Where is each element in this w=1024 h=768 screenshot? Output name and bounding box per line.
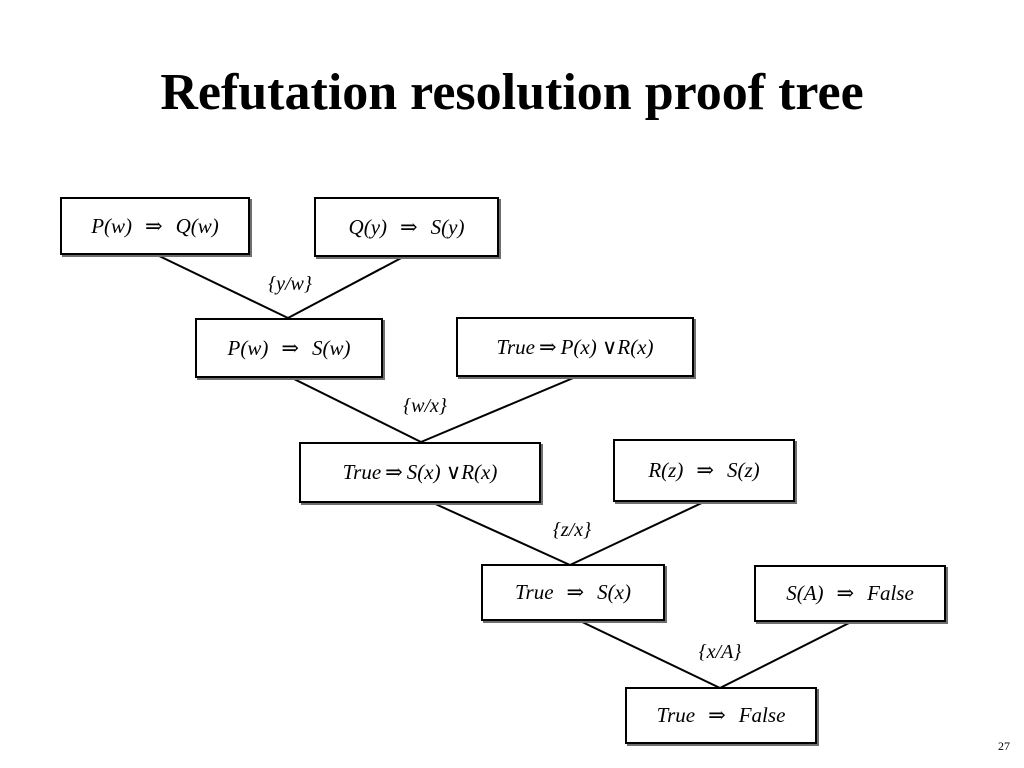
clause-node-s-implies-false: S(A) ⇒ False (754, 565, 946, 622)
edge-c7-c9 (577, 619, 721, 689)
clause-node-r-implies-s: R(z) ⇒ S(z) (613, 439, 795, 502)
clause-consequent: S(y) (430, 214, 465, 239)
implies-symbol: ⇒ (708, 703, 726, 727)
clause-consequent: S(x) (597, 580, 631, 604)
implies-symbol: ⇒ (400, 214, 418, 239)
implies-symbol: ⇒ (281, 335, 299, 360)
implies-symbol: ⇒ (539, 334, 557, 359)
clause-antecedent: S(A) (786, 581, 824, 605)
clause-antecedent: True (342, 460, 382, 484)
implies-symbol: ⇒ (385, 460, 403, 484)
slide-title: Refutation resolution proof tree (160, 64, 864, 121)
edge-c2-c3 (287, 255, 406, 319)
implies-symbol: ⇒ (566, 580, 585, 604)
clause-antecedent: Q(y) (348, 214, 388, 239)
clause-consequent: S(z) (726, 458, 760, 482)
substitution-label: {w/x} (403, 395, 447, 417)
substitution-label: {y/w} (268, 273, 312, 295)
clause-node-true-implies-s-or-r: True ⇒ S(x) ∨R(x) (299, 442, 541, 503)
clause-consequent: S(x) ∨R(x) (406, 460, 498, 484)
implies-symbol: ⇒ (145, 213, 163, 238)
clause-node-p-implies-s: P(w) ⇒ S(w) (195, 318, 383, 378)
implies-symbol: ⇒ (836, 581, 855, 605)
clause-node-true-implies-false: True ⇒ False (625, 687, 817, 744)
clause-node-p-implies-q: P(w) ⇒ Q(w) (60, 197, 250, 255)
clause-antecedent: P(w) (91, 213, 133, 238)
clause-node-true-implies-s: True ⇒ S(x) (481, 564, 665, 621)
clause-consequent: False (867, 581, 914, 605)
clause-node-true-implies-p-or-r: True ⇒ P(x) ∨R(x) (456, 317, 694, 377)
clause-antecedent: True (656, 703, 696, 727)
substitution-label: {z/x} (552, 519, 592, 541)
clause-antecedent: True (496, 334, 535, 359)
edge-c1-c3 (154, 253, 289, 319)
substitution-label: {x/A} (698, 641, 742, 663)
clause-consequent: Q(w) (175, 213, 219, 238)
page-number: 27 (998, 739, 1010, 753)
clause-consequent: P(x) ∨R(x) (560, 334, 654, 359)
edge-c4-c5 (420, 375, 579, 443)
edge-c8-c9 (719, 619, 856, 689)
clause-node-q-implies-s: Q(y) ⇒ S(y) (314, 197, 499, 257)
clause-antecedent: True (515, 580, 554, 604)
clause-antecedent: R(z) (648, 458, 684, 482)
clause-consequent: False (738, 703, 786, 727)
implies-symbol: ⇒ (696, 458, 714, 482)
edge-c6-c7 (569, 500, 707, 566)
edge-c5-c7 (430, 501, 571, 566)
edge-c3-c5 (289, 376, 422, 443)
clause-consequent: S(w) (311, 335, 351, 360)
clause-antecedent: P(w) (227, 335, 269, 360)
